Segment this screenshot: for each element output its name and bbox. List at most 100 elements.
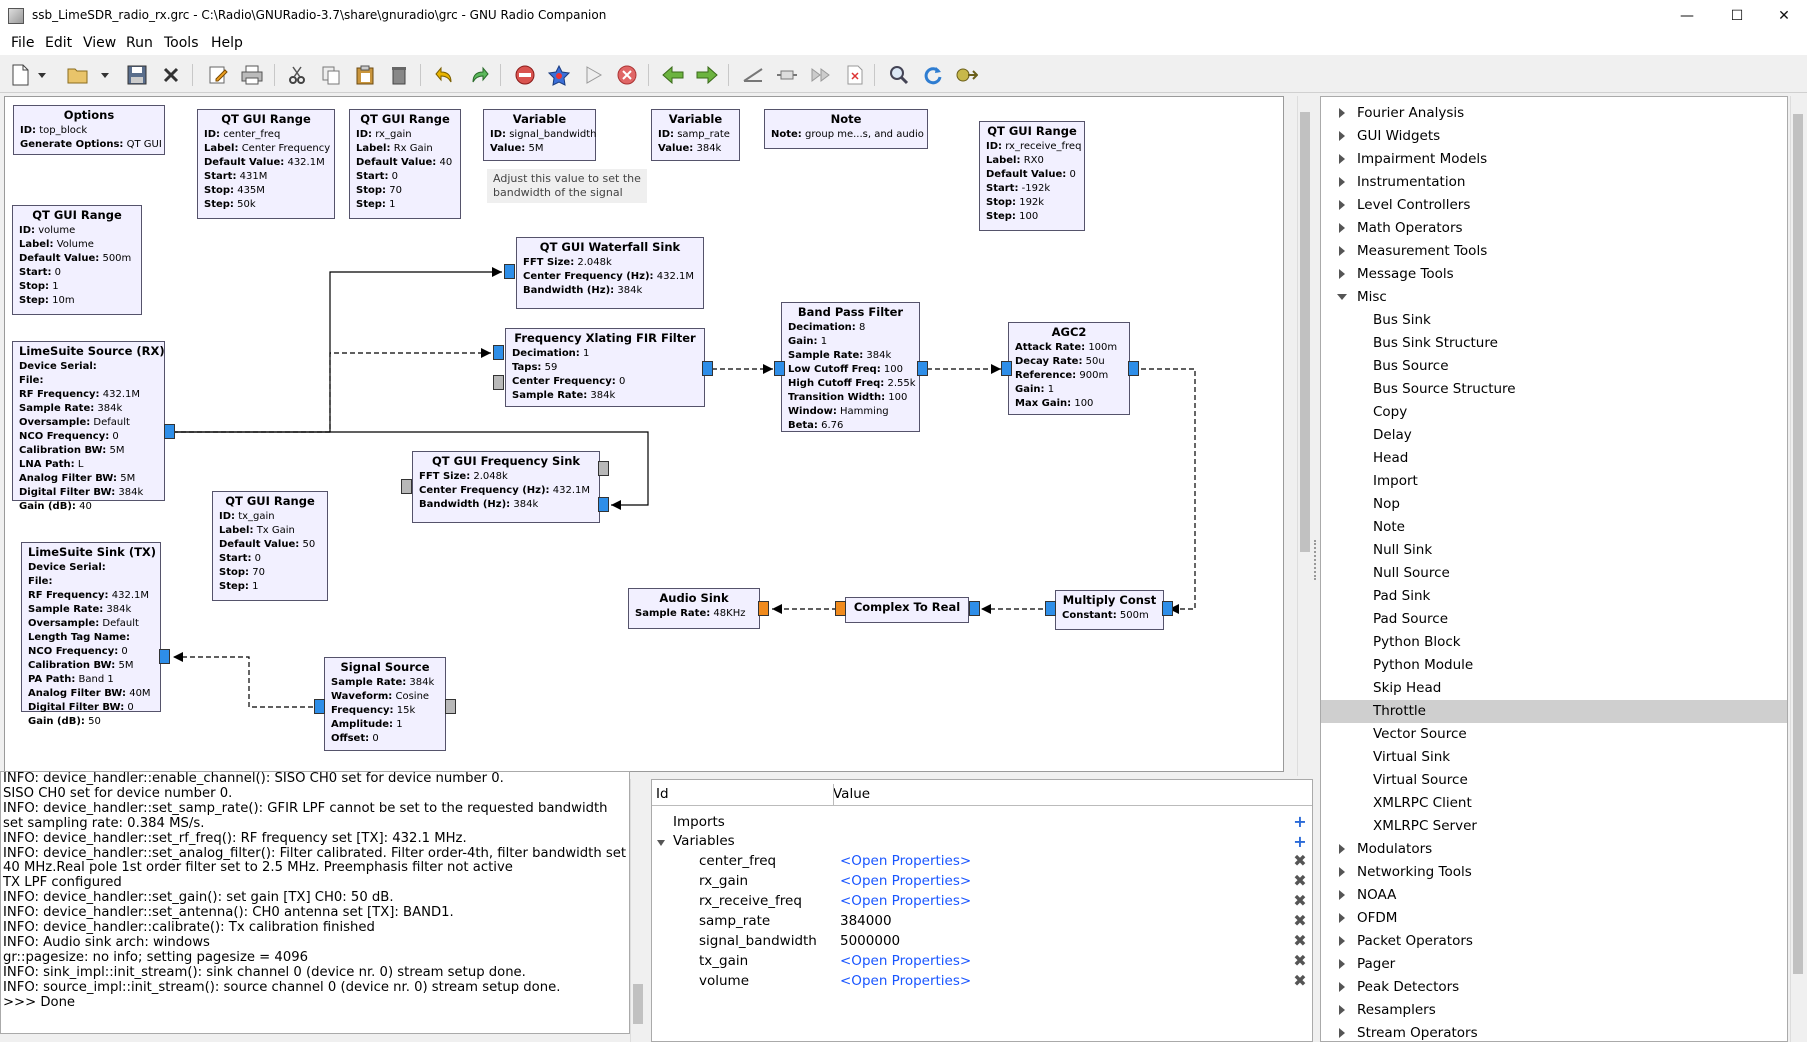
variable-id[interactable]: volume (699, 973, 750, 989)
create-hier-icon[interactable] (842, 62, 868, 88)
port-c2r-in[interactable] (969, 601, 980, 616)
collapsed-arrow-icon[interactable] (1339, 867, 1345, 877)
remove-variable-icon[interactable]: ✖ (1293, 931, 1307, 950)
library-category[interactable]: Impairment Models (1321, 148, 1787, 171)
library-block-item[interactable]: Bus Sink (1321, 309, 1787, 332)
collapsed-arrow-icon[interactable] (1339, 108, 1345, 118)
remove-variable-icon[interactable]: ✖ (1293, 871, 1307, 890)
port-xlating-msg-in[interactable] (493, 375, 504, 390)
enable-icon[interactable] (740, 62, 766, 88)
expanded-arrow-icon[interactable] (1337, 294, 1347, 300)
library-block-item[interactable]: Python Block (1321, 631, 1787, 654)
port-sigsrc-msg[interactable] (445, 699, 456, 714)
collapsed-arrow-icon[interactable] (1339, 246, 1345, 256)
library-block-item[interactable]: Pad Sink (1321, 585, 1787, 608)
library-category[interactable]: Misc (1321, 286, 1787, 309)
stop-icon[interactable] (512, 62, 538, 88)
new-file-icon[interactable] (7, 62, 33, 88)
variable-id[interactable]: center_freq (699, 853, 777, 869)
variable-id[interactable]: rx_receive_freq (699, 893, 802, 909)
collapsed-arrow-icon[interactable] (1339, 1028, 1345, 1038)
library-category[interactable]: Math Operators (1321, 217, 1787, 240)
library-block-item[interactable]: Virtual Source (1321, 769, 1787, 792)
collapsed-arrow-icon[interactable] (1339, 200, 1345, 210)
library-category[interactable]: Networking Tools (1321, 861, 1787, 884)
library-category[interactable]: Resamplers (1321, 999, 1787, 1022)
close-window-button[interactable]: ✕ (1778, 7, 1790, 24)
menu-help[interactable]: Help (211, 35, 243, 51)
port-audio-in[interactable] (758, 601, 769, 616)
open-file-icon[interactable] (65, 62, 91, 88)
block-limesuite-sink[interactable]: LimeSuite Sink (TX)Device Serial: File: … (21, 542, 161, 727)
library-category[interactable]: GUI Widgets (1321, 125, 1787, 148)
column-id[interactable]: Id (656, 786, 669, 802)
library-block-item[interactable]: Bus Sink Structure (1321, 332, 1787, 355)
library-block-item[interactable]: XMLRPC Client (1321, 792, 1787, 815)
library-category[interactable]: Pager (1321, 953, 1787, 976)
edit-properties-icon[interactable] (205, 62, 231, 88)
bypass-icon[interactable] (774, 62, 800, 88)
library-block-item[interactable]: Delay (1321, 424, 1787, 447)
port-agc-out[interactable] (1128, 361, 1139, 376)
menu-tools[interactable]: Tools (164, 35, 199, 51)
collapsed-arrow-icon[interactable] (1339, 913, 1345, 923)
minimize-button[interactable]: — (1680, 7, 1694, 24)
parser-icon[interactable] (954, 62, 980, 88)
collapsed-arrow-icon[interactable] (1339, 890, 1345, 900)
menu-edit[interactable]: Edit (45, 35, 73, 51)
pane-splitter[interactable] (1314, 540, 1318, 580)
port-agc-in[interactable] (1001, 361, 1012, 376)
maximize-button[interactable]: ☐ (1730, 7, 1744, 24)
console-scrollbar[interactable] (630, 779, 645, 1042)
port-freqsink-in[interactable] (598, 497, 609, 512)
library-block-item[interactable]: Note (1321, 516, 1787, 539)
port-xlating-in[interactable] (493, 345, 504, 360)
save-icon[interactable] (124, 62, 150, 88)
library-block-item[interactable]: Nop (1321, 493, 1787, 516)
variable-id[interactable]: samp_rate (699, 913, 771, 929)
open-properties-link[interactable]: <Open Properties> (840, 873, 972, 889)
port-xlating-out[interactable] (702, 361, 713, 376)
disable-icon[interactable] (808, 62, 834, 88)
undo-icon[interactable] (432, 62, 458, 88)
port-sigsrc-out[interactable] (314, 699, 325, 714)
library-category[interactable]: Fourier Analysis (1321, 102, 1787, 125)
block-limesuite-source[interactable]: LimeSuite Source (RX)Device Serial: File… (12, 341, 165, 512)
library-block-item[interactable]: Pad Source (1321, 608, 1787, 631)
library-category[interactable]: NOAA (1321, 884, 1787, 907)
library-block-item[interactable]: Virtual Sink (1321, 746, 1787, 769)
remove-variable-icon[interactable]: ✖ (1293, 911, 1307, 930)
dropdown-arrow-icon[interactable] (98, 62, 112, 88)
copy-icon[interactable] (318, 62, 344, 88)
menu-view[interactable]: View (83, 35, 117, 51)
library-block-item[interactable]: Copy (1321, 401, 1787, 424)
collapsed-arrow-icon[interactable] (1339, 844, 1345, 854)
library-block-item[interactable]: Head (1321, 447, 1787, 470)
imports-row[interactable]: Imports (673, 814, 725, 830)
port-limesource-out[interactable] (164, 424, 175, 439)
print-icon[interactable] (239, 62, 265, 88)
open-properties-link[interactable]: <Open Properties> (840, 853, 972, 869)
library-category[interactable]: OFDM (1321, 907, 1787, 930)
variable-id[interactable]: signal_bandwidth (699, 933, 817, 949)
open-properties-link[interactable]: <Open Properties> (840, 973, 972, 989)
rotate-right-icon[interactable] (694, 62, 720, 88)
collapsed-arrow-icon[interactable] (1339, 1005, 1345, 1015)
library-block-item[interactable]: Null Sink (1321, 539, 1787, 562)
port-waterfall-in[interactable] (504, 264, 515, 279)
menu-run[interactable]: Run (126, 35, 153, 51)
variable-id[interactable]: tx_gain (699, 953, 749, 969)
open-properties-link[interactable]: <Open Properties> (840, 953, 972, 969)
port-multiply-in[interactable] (1162, 601, 1173, 616)
paste-icon[interactable] (352, 62, 378, 88)
